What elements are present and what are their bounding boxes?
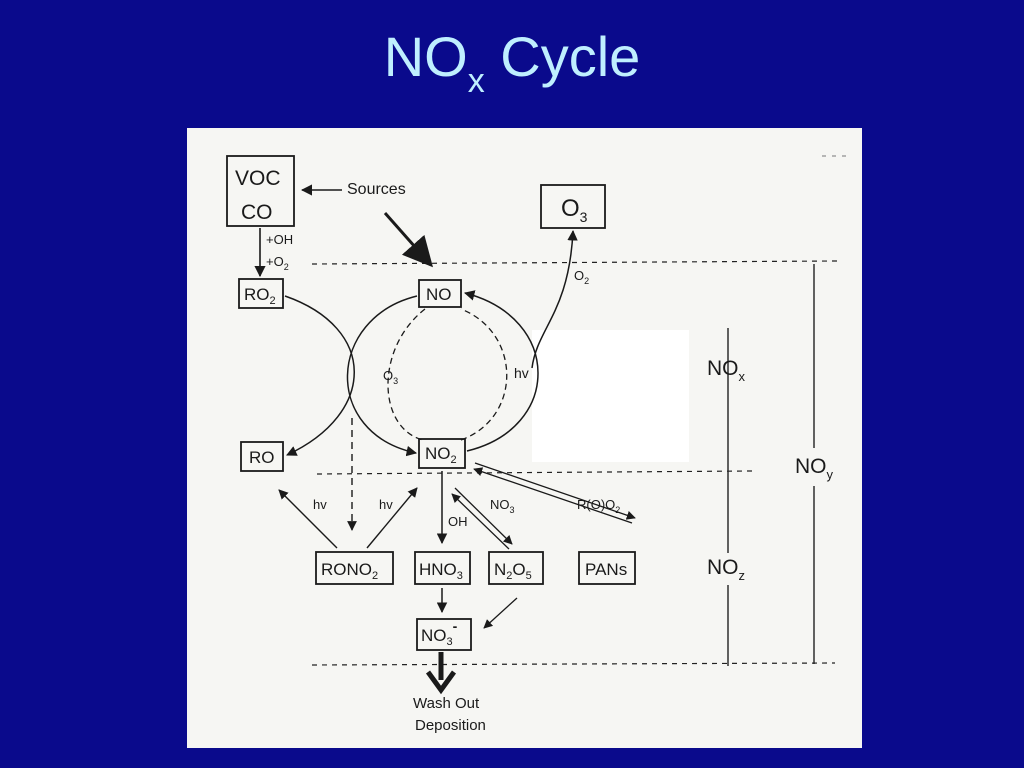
rono2-to-no2-arrow (366, 487, 418, 549)
ro-label: RO (249, 448, 275, 467)
washout-label: Wash Out (413, 695, 480, 712)
title-subscript: x (467, 62, 485, 100)
co-label-2: CO (241, 201, 273, 224)
nox-cycle-diagram: VOC CO Sources O3 +OH +O2 RO2 NO RO NO2 … (187, 128, 862, 748)
n2o5-to-no3minus-arrow (483, 597, 518, 629)
to-o3-curve (531, 229, 578, 369)
plus-oh-label: +OH (266, 232, 293, 247)
voc-label: VOC (235, 167, 281, 190)
ro2-box (238, 278, 284, 309)
o3-box-label: O3 (561, 195, 588, 225)
title-rest: Cycle (484, 25, 641, 88)
deposition-label: Deposition (415, 717, 486, 734)
no-label: NO (426, 285, 452, 304)
no3minus-label: NO3- (421, 618, 458, 648)
no2-label: NO2 (425, 444, 457, 466)
deposition-arrowhead (425, 670, 457, 695)
ro-box (240, 441, 284, 472)
title-main: NO (383, 25, 468, 88)
noz-group-label: NOz (707, 556, 745, 583)
hv-left-label-2: hv (379, 497, 393, 512)
hno3-label: HNO3 (419, 560, 463, 582)
no-to-no2-solid-arc (346, 295, 418, 457)
middle-dashed-divider (316, 470, 753, 475)
noy-group-label: NOy (795, 455, 834, 482)
blank-patch (532, 330, 689, 462)
top-dashed-divider (311, 260, 838, 265)
no2-pans-double-arrow-a (474, 462, 636, 520)
plus-o2-label: +O2 (266, 254, 289, 272)
no3minus-box (416, 618, 472, 651)
ro2-to-ro-arc (284, 295, 355, 456)
no3-label: NO3 (490, 497, 515, 515)
no2-n2o5-double-arrow-a (454, 487, 513, 545)
no2-box (418, 438, 466, 469)
hv-left-label-1: hv (313, 497, 327, 512)
no-to-no2-dashed-arc (387, 308, 426, 441)
no2-to-no-dashed-arc (460, 308, 508, 441)
rono2-box (315, 551, 394, 585)
slide-title: NOx Cycle (0, 22, 1024, 100)
sources-to-no-arrow (383, 212, 433, 268)
no2-to-no-solid-arc (463, 290, 539, 452)
ro2-label: RO2 (244, 285, 276, 307)
o3-loop-label: O3 (383, 368, 398, 386)
diagram-canvas: VOC CO Sources O3 +OH +O2 RO2 NO RO NO2 … (226, 155, 852, 734)
nox-group-label: NOx (707, 357, 746, 384)
rono2-label: RONO2 (321, 560, 378, 582)
o2-right-label: O2 (574, 268, 589, 286)
oh-label: OH (448, 514, 468, 529)
sources-label: Sources (347, 181, 406, 198)
no2-pans-double-arrow-b (473, 467, 633, 524)
hv-right-label: hv (514, 365, 529, 381)
n2o5-box (488, 551, 544, 585)
rono2-to-ro-arrow (278, 489, 338, 549)
ro-o2-label: R(O)O2 (577, 497, 620, 515)
pans-box (578, 551, 636, 585)
voc-co-box (226, 155, 295, 227)
noz-label-bg (707, 553, 753, 585)
o3-box (540, 184, 606, 229)
n2o5-label: N2O5 (494, 560, 532, 582)
noy-label-bg (794, 448, 840, 486)
pans-label: PANs (585, 560, 627, 579)
no-box (418, 279, 462, 308)
no2-n2o5-double-arrow-b (451, 493, 510, 550)
bottom-dashed-divider (311, 662, 836, 666)
hno3-box (414, 551, 471, 585)
